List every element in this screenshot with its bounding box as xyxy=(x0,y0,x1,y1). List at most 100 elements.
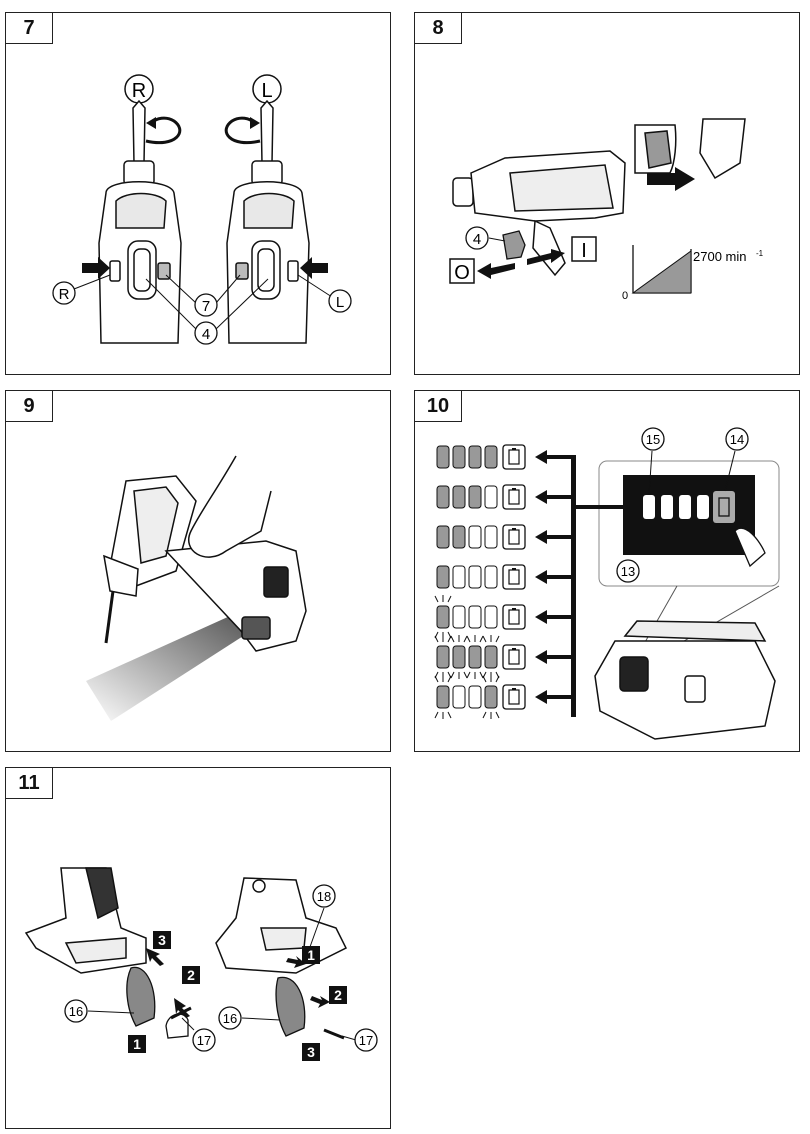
battery-level-row xyxy=(436,444,573,470)
figure-number: 11 xyxy=(6,768,53,799)
rotation-right-symbol: R xyxy=(124,74,154,104)
indicator-cell xyxy=(484,605,498,629)
svg-text:14: 14 xyxy=(730,432,744,447)
svg-text:2: 2 xyxy=(187,967,195,983)
battery-level-row xyxy=(434,675,573,719)
indicator-cell xyxy=(452,605,466,629)
indicator-cell xyxy=(468,525,482,549)
indicator-cell xyxy=(436,525,450,549)
belt-hook-right xyxy=(275,976,306,1037)
figure-number: 10 xyxy=(415,391,462,422)
indicator-cell xyxy=(484,685,498,709)
blink-mark xyxy=(482,675,487,683)
indicator-cell xyxy=(436,485,450,509)
left-arrow-icon xyxy=(535,570,547,584)
indicator-cell xyxy=(452,645,466,669)
impact-driver-with-light xyxy=(103,475,307,652)
blink-mark xyxy=(450,635,455,643)
off-position-label: O xyxy=(449,258,475,284)
indicator-cell xyxy=(484,645,498,669)
figure-11-illustration: 3 2 1 1 2 3 16 17 xyxy=(24,867,378,1061)
on-position-label: I xyxy=(571,236,597,262)
svg-text:R: R xyxy=(59,286,70,303)
indicator-cell xyxy=(452,565,466,589)
callout-4: 4 xyxy=(145,278,269,345)
indicator-cell xyxy=(484,485,498,509)
indicator-cell xyxy=(468,605,482,629)
user-hand xyxy=(188,455,272,558)
press-arrow-icon xyxy=(647,167,695,191)
screwdriver-bit-right xyxy=(260,99,274,164)
callout-7: 7 xyxy=(165,274,241,317)
blink-mark xyxy=(434,595,439,603)
battery-level-row xyxy=(436,484,573,510)
indicator-cell xyxy=(436,445,450,469)
blink-mark xyxy=(495,711,500,719)
battery-level-rows xyxy=(434,444,573,719)
svg-text:16: 16 xyxy=(223,1011,237,1026)
step-1-right: 1 xyxy=(302,946,320,964)
left-arrow-icon xyxy=(535,530,547,544)
figure-7-illustration: R L xyxy=(52,74,352,345)
rotation-left-symbol: L xyxy=(252,74,282,104)
push-right-arrow-icon xyxy=(82,257,110,279)
left-arrow-icon xyxy=(535,610,547,624)
pull-arrow-icon xyxy=(527,249,565,265)
svg-text:16: 16 xyxy=(69,1004,83,1019)
svg-text:L: L xyxy=(261,80,272,102)
callout-16-right: 16 xyxy=(218,1006,281,1030)
blink-mark xyxy=(482,635,487,643)
svg-text:3: 3 xyxy=(307,1044,315,1060)
step-3-left: 3 xyxy=(153,931,171,949)
battery-level-row xyxy=(434,635,573,679)
figure-number: 9 xyxy=(6,391,53,422)
indicator-cell xyxy=(436,565,450,589)
blink-mark xyxy=(463,635,468,643)
finger-pressing-button xyxy=(734,527,766,568)
callout-switch-left: L xyxy=(297,274,352,313)
battery-level-row xyxy=(436,524,573,550)
figure-8-panel: 8 4 O I xyxy=(414,12,800,375)
figure-8-illustration: 4 O I 0 2700 min -1 xyxy=(449,118,764,302)
svg-text:17: 17 xyxy=(197,1033,211,1048)
callout-4: 4 xyxy=(465,226,506,250)
screwdriver-bit-left xyxy=(132,99,146,164)
indicator-cell xyxy=(484,445,498,469)
blink-mark xyxy=(482,711,487,719)
blink-mark xyxy=(447,595,452,603)
svg-text:4: 4 xyxy=(473,231,481,248)
svg-text:L: L xyxy=(336,294,344,311)
left-arrow-icon xyxy=(535,690,547,704)
blink-mark xyxy=(434,711,439,719)
step-2-right: 2 xyxy=(329,986,347,1004)
battery-level-row xyxy=(436,564,573,590)
blink-mark xyxy=(479,671,484,679)
left-arrow-icon xyxy=(535,450,547,464)
figure-9-illustration xyxy=(86,455,307,721)
blink-mark xyxy=(450,671,455,679)
indicator-cell xyxy=(436,645,450,669)
callout-15: 15 xyxy=(641,427,665,496)
blink-mark xyxy=(495,635,500,643)
figure-number: 8 xyxy=(415,13,462,44)
blink-mark xyxy=(466,671,471,679)
figure-10-panel: 10 15 14 13 xyxy=(414,390,800,752)
figure-10-illustration: 15 14 13 xyxy=(434,427,780,740)
impact-driver-side-view xyxy=(452,150,626,277)
battery-pack xyxy=(594,620,776,740)
blink-mark xyxy=(434,675,439,683)
step-3-right: 3 xyxy=(302,1043,320,1061)
indicator-cell xyxy=(452,525,466,549)
blink-mark xyxy=(447,711,452,719)
svg-text:3: 3 xyxy=(158,932,166,948)
callout-14: 14 xyxy=(724,427,749,492)
screwdriver-bit xyxy=(104,590,115,644)
trigger-detail-view xyxy=(634,118,746,180)
detail-indicator-bars xyxy=(643,491,735,523)
callout-17-right: 17 xyxy=(341,1028,378,1052)
indicator-cell xyxy=(452,445,466,469)
battery-level-row xyxy=(434,595,573,639)
counterclockwise-arrow-icon xyxy=(224,116,261,144)
figure-9-panel: 9 xyxy=(5,390,391,752)
indicator-cell xyxy=(468,445,482,469)
